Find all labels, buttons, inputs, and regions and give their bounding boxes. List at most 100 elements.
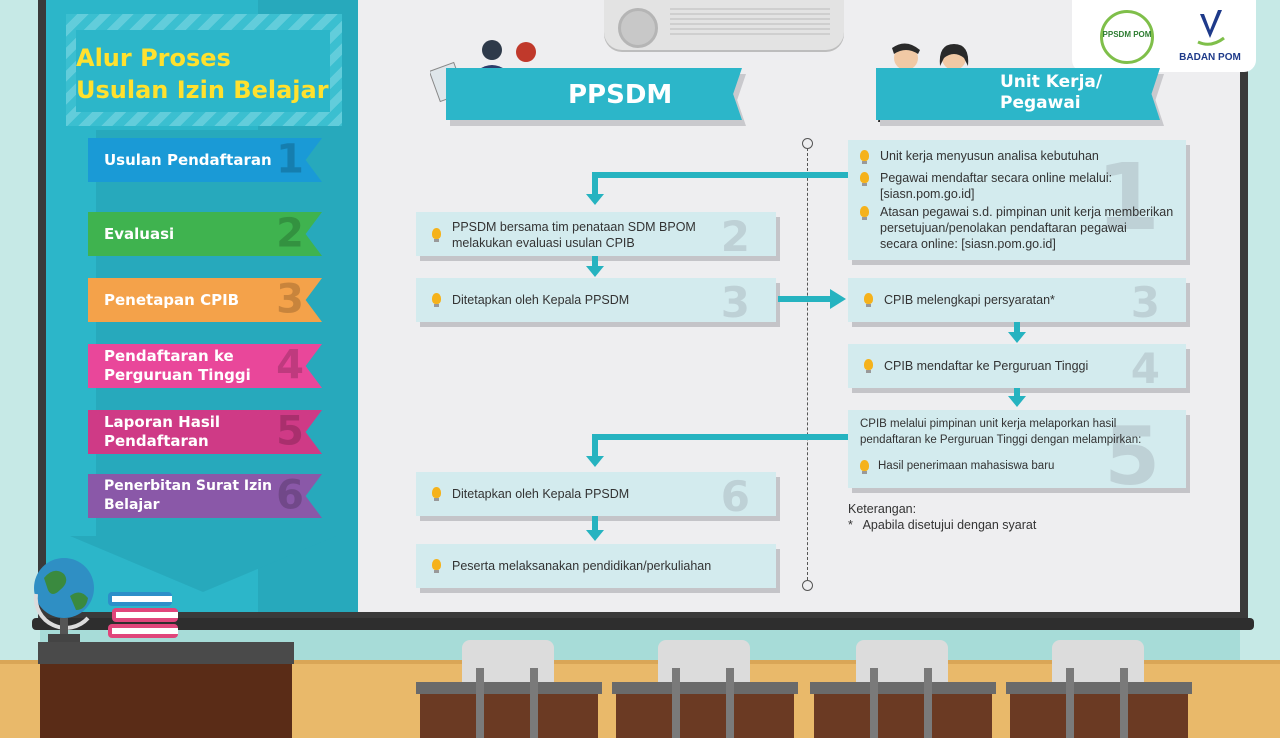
unit-header-line1: Unit Kerja/ bbox=[1000, 72, 1103, 92]
box-text: pendaftaran ke Perguruan Tinggi dengan m… bbox=[860, 434, 1142, 446]
arrow-down-icon bbox=[586, 530, 604, 541]
step-label: Penerbitan Surat Izin Belajar bbox=[104, 478, 273, 513]
unit-box-3: 3 CPIB melengkapi persyaratan* bbox=[848, 278, 1186, 327]
bulb-icon bbox=[860, 206, 869, 220]
box-number: 3 bbox=[1130, 278, 1160, 327]
student-desk-body bbox=[814, 694, 992, 738]
ppsdm-logo-icon bbox=[1100, 10, 1154, 64]
box-number: 3 bbox=[720, 278, 750, 327]
chair-leg bbox=[530, 668, 538, 738]
notes-item: * Apabila disetujui dengan syarat bbox=[848, 518, 1037, 532]
step-label-line1: Pendaftaran ke bbox=[104, 347, 234, 365]
teacher-desk-top bbox=[38, 642, 294, 664]
bulb-icon bbox=[860, 150, 869, 164]
sidebar-arrow-head-icon bbox=[70, 536, 336, 592]
step-5: Laporan Hasil Pendaftaran 5 bbox=[88, 410, 322, 454]
student-desk bbox=[1006, 682, 1192, 694]
unit-box-4: 4 CPIB mendaftar ke Perguruan Tinggi bbox=[848, 344, 1186, 393]
student-desk-body bbox=[1010, 694, 1188, 738]
box-text: Peserta melaksanakan pendidikan/perkulia… bbox=[452, 559, 712, 573]
step-label: Usulan Pendaftaran bbox=[104, 150, 272, 169]
bulb-icon bbox=[864, 359, 873, 373]
box-text: persetujuan/penolakan pendaftaran pegawa… bbox=[880, 221, 1127, 235]
step-6: Penerbitan Surat Izin Belajar 6 bbox=[88, 474, 322, 518]
connector bbox=[592, 434, 848, 440]
step-label: Laporan Hasil Pendaftaran bbox=[104, 413, 221, 450]
box-text: CPIB mendaftar ke Perguruan Tinggi bbox=[884, 359, 1089, 373]
connector bbox=[592, 516, 598, 532]
chair-leg bbox=[476, 668, 484, 738]
box-text: Pegawai mendaftar secara online melalui: bbox=[880, 171, 1113, 185]
ppsdm-logo-text: PPSDM POM bbox=[1102, 30, 1152, 39]
box-number: 1 bbox=[1095, 144, 1160, 251]
page-title-line1: Alur Proses bbox=[76, 44, 231, 72]
notes-heading: Keterangan: bbox=[848, 502, 917, 516]
unit-header-line2: Pegawai bbox=[1000, 93, 1081, 113]
box-number: 6 bbox=[720, 472, 750, 521]
projector-vent bbox=[670, 8, 830, 38]
bulb-icon bbox=[432, 559, 441, 573]
ppsdm-box-2: 2 PPSDM bersama tim penataan SDM BPOM me… bbox=[416, 212, 776, 261]
books-icon bbox=[108, 592, 178, 638]
column-divider bbox=[807, 148, 808, 580]
badan-pom-logo-text: BADAN POM bbox=[1179, 52, 1241, 63]
chair-leg bbox=[1120, 668, 1128, 738]
step-label: Evaluasi bbox=[104, 224, 175, 243]
box-text: Unit kerja menyusun analisa kebutuhan bbox=[880, 149, 1099, 163]
bulb-icon bbox=[860, 460, 869, 474]
box-text: PPSDM bersama tim penataan SDM BPOM bbox=[452, 220, 696, 234]
unit-header-label: Unit Kerja/Pegawai bbox=[1000, 72, 1102, 114]
ppsdm-header-label: PPSDM bbox=[568, 80, 673, 110]
connector bbox=[592, 172, 848, 178]
arrow-down-icon bbox=[586, 194, 604, 205]
box-number: 4 bbox=[1130, 344, 1160, 393]
bulb-icon bbox=[432, 487, 441, 501]
box-text: melakukan evaluasi usulan CPIB bbox=[452, 236, 635, 250]
badan-pom-logo-icon bbox=[1197, 10, 1225, 46]
ppsdm-box-7: Peserta melaksanakan pendidikan/perkulia… bbox=[416, 544, 776, 588]
student-desk bbox=[416, 682, 602, 694]
board-ledge bbox=[32, 618, 1254, 630]
connector bbox=[592, 256, 598, 268]
connector bbox=[592, 172, 598, 196]
student-desk-body bbox=[420, 694, 598, 738]
step-label-line2: Perguruan Tinggi bbox=[104, 366, 251, 384]
projector-lens-icon bbox=[618, 8, 658, 48]
chair-leg bbox=[672, 668, 680, 738]
connector bbox=[778, 296, 832, 302]
student-desk-body bbox=[616, 694, 794, 738]
unit-header bbox=[876, 68, 1160, 120]
step-3: Penetapan CPIB 3 bbox=[88, 278, 322, 322]
bulb-icon bbox=[860, 172, 869, 186]
chair-leg bbox=[870, 668, 878, 738]
ppsdm-box-6: 6 Ditetapkan oleh Kepala PPSDM bbox=[416, 472, 776, 521]
box-text: Ditetapkan oleh Kepala PPSDM bbox=[452, 487, 630, 501]
box-text: CPIB melalui pimpinan unit kerja melapor… bbox=[860, 418, 1117, 430]
box-number: 2 bbox=[720, 212, 750, 261]
sidebar-arrow-shaft bbox=[96, 130, 264, 540]
box-number: 5 bbox=[1104, 410, 1160, 503]
bulb-icon bbox=[432, 228, 441, 242]
connector bbox=[1014, 322, 1020, 334]
ppsdm-box-3: 3 Ditetapkan oleh Kepala PPSDM bbox=[416, 278, 776, 327]
arrow-down-icon bbox=[586, 456, 604, 467]
step-1: Usulan Pendaftaran 1 bbox=[88, 138, 322, 182]
box-text: [siasn.pom.go.id] bbox=[880, 187, 975, 201]
chair-leg bbox=[924, 668, 932, 738]
bulb-icon bbox=[864, 293, 873, 307]
connector bbox=[592, 434, 598, 458]
unit-box-1: 1 Unit kerja menyusun analisa kebutuhan … bbox=[848, 140, 1186, 260]
chair-leg bbox=[1066, 668, 1074, 738]
student-desk bbox=[612, 682, 798, 694]
box-text: Atasan pegawai s.d. pimpinan unit kerja … bbox=[880, 205, 1174, 219]
globe-icon bbox=[33, 558, 94, 642]
step-number: 2 bbox=[276, 210, 304, 257]
floor-edge bbox=[0, 660, 1280, 664]
step-number: 4 bbox=[276, 342, 304, 389]
divider-end-dot bbox=[802, 580, 813, 591]
ppsdm-header bbox=[446, 68, 742, 120]
connector bbox=[1014, 388, 1020, 398]
step-number: 1 bbox=[276, 136, 304, 183]
bulb-icon bbox=[432, 293, 441, 307]
